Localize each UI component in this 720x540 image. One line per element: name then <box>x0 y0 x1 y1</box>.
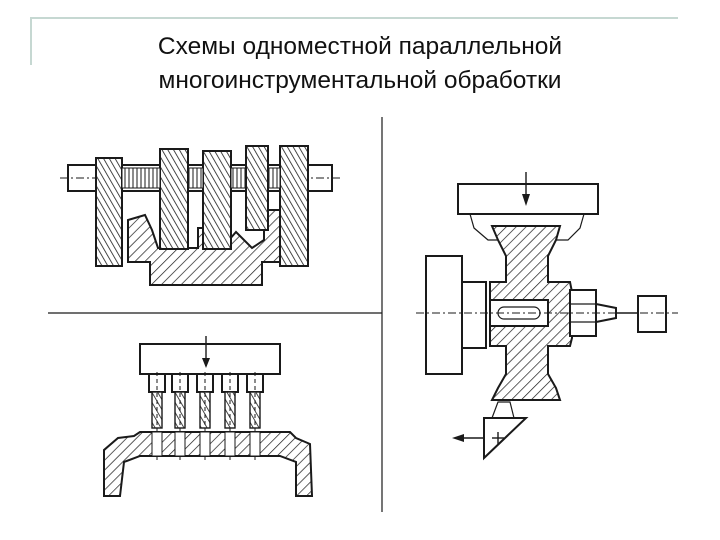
chuck <box>425 255 463 375</box>
drill-3 <box>196 372 214 462</box>
multi-drilling-scheme <box>103 336 314 497</box>
feed-arrow-head <box>202 358 210 368</box>
gear-blank-5 <box>279 145 309 267</box>
slide-title-line-1: Схемы одноместной параллельной <box>157 33 563 60</box>
drill-4 <box>221 372 239 462</box>
gear-blank-3 <box>202 150 232 250</box>
bottom-feed-arrow <box>452 434 464 442</box>
gear-blank-1 <box>95 157 123 267</box>
spacer-4 <box>267 167 281 189</box>
slide-title-line-2: многоинструментальной обработки <box>158 67 562 94</box>
drill-5 <box>246 372 264 462</box>
spacer-2 <box>187 167 204 189</box>
turning-scheme <box>416 172 678 461</box>
bottom-tool-tip <box>491 401 515 419</box>
slide-title: Схемы одноместной параллельной многоинст… <box>40 30 680 98</box>
gear-blank-4 <box>245 145 269 231</box>
drills <box>148 372 264 462</box>
spindle-head <box>139 343 281 375</box>
drill-1 <box>148 372 166 462</box>
spacer-1 <box>121 167 161 189</box>
title-frame-left <box>30 17 32 65</box>
gear-milling-scheme <box>60 145 340 286</box>
top-feed-arrow <box>522 194 530 206</box>
chuck-neck <box>461 281 487 349</box>
bottom-tool-triangle <box>483 417 529 461</box>
drill-2 <box>171 372 189 462</box>
gear-blank-2 <box>159 148 189 250</box>
tailstock-center <box>595 302 617 324</box>
spacer-3 <box>230 167 247 189</box>
right-tool-block <box>637 295 667 333</box>
title-frame-top <box>30 17 678 19</box>
